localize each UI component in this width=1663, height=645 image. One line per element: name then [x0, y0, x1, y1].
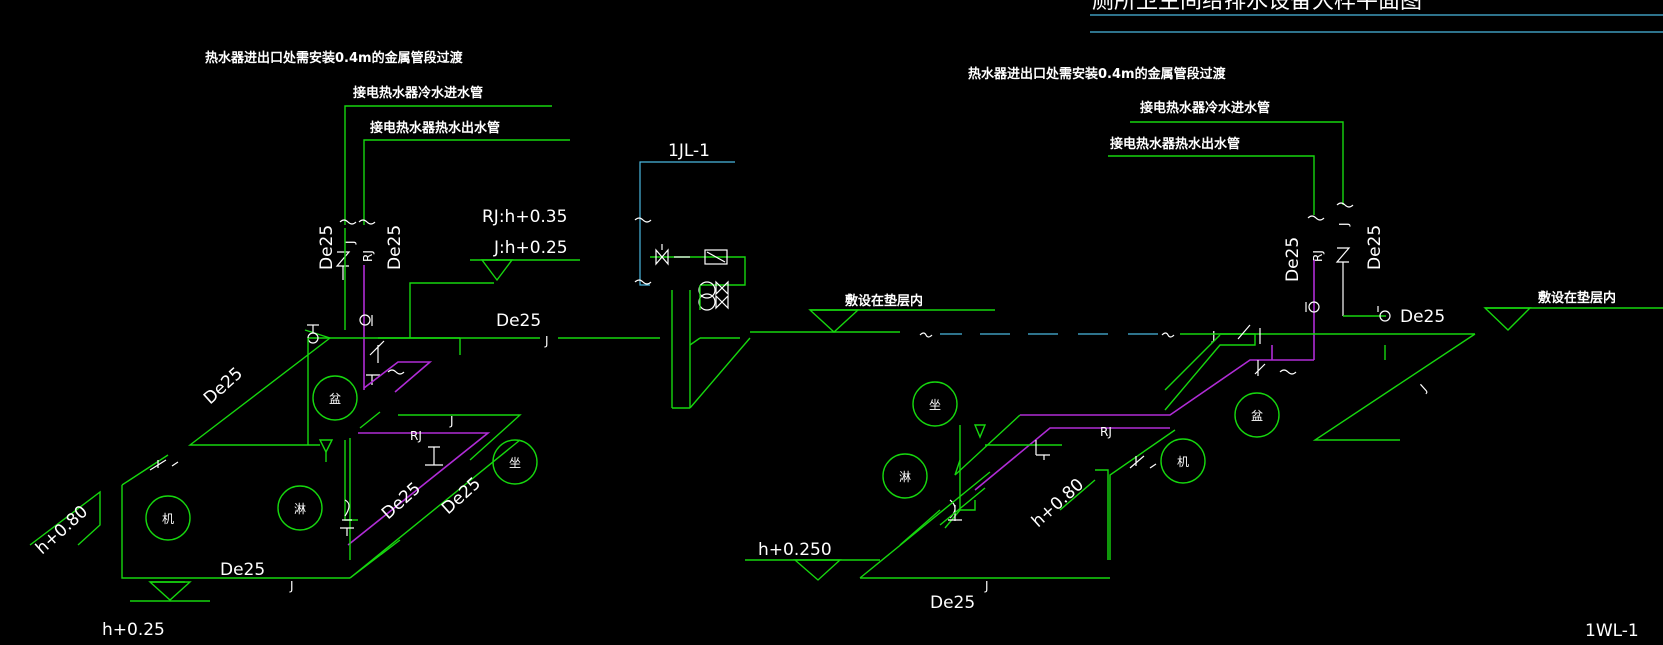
- left-rj-vertical: RJ: [361, 250, 375, 262]
- left-de25-vertical-2: De25: [385, 225, 405, 270]
- left-fixture-toilet: 坐: [492, 439, 538, 485]
- right-de25-vertical-2: De25: [1365, 225, 1385, 270]
- right-note-transition: 热水器进出口处需安装0.4m的金属管段过渡: [968, 66, 1227, 82]
- left-fixture-shower: 淋: [277, 485, 323, 531]
- left-de25-diag-b: De25: [438, 474, 485, 519]
- left-main-de25: De25: [496, 311, 541, 331]
- left-fixture-basin: 盆: [312, 375, 358, 421]
- right-bathroom-unit: 热水器进出口处需安装0.4m的金属管段过渡 接电热水器冷水进水管 接电热水器热水…: [745, 66, 1663, 641]
- right-rj-vertical: RJ: [1311, 250, 1325, 262]
- right-fixture-basin: 盆: [1234, 392, 1280, 438]
- right-j-vertical: J: [1337, 222, 1351, 227]
- left-elev-080: h+0.80: [32, 502, 92, 559]
- left-fixture-basin-label: 盆: [329, 392, 341, 406]
- right-fixture-shower-label: 淋: [899, 470, 911, 484]
- left-note-transition: 热水器进出口处需安装0.4m的金属管段过渡: [205, 50, 464, 66]
- right-fixture-toilet-label: 坐: [929, 398, 941, 412]
- left-elev-j: J:h+0.25: [493, 238, 568, 258]
- left-bottom-j: J: [289, 579, 294, 593]
- center-riser-1jl: 1JL-1: [634, 141, 751, 409]
- right-bottom-de25: De25: [930, 593, 975, 613]
- riser-label-1jl: 1JL-1: [668, 141, 710, 161]
- right-note-hot-out: 接电热水器热水出水管: [1110, 136, 1240, 152]
- right-elev-080: h+0.80: [1028, 475, 1088, 532]
- right-de25-horizontal: De25: [1400, 307, 1445, 327]
- left-diag-de25: De25: [200, 364, 247, 409]
- right-elev-0250: h+0.250: [758, 540, 832, 560]
- left-j-mid: J: [449, 414, 454, 428]
- right-main-j: J: [1211, 329, 1216, 343]
- center-note-embedded: 敷设在垫层内: [845, 293, 923, 309]
- right-fixture-shower: 淋: [882, 453, 928, 499]
- left-j-vertical: J: [343, 240, 357, 245]
- right-fixture-washer-label: 机: [1177, 455, 1189, 469]
- right-fixture-toilet: 坐: [912, 381, 958, 427]
- left-note-hot-out: 接电热水器热水出水管: [370, 120, 500, 136]
- center-embedded-note: 敷设在垫层内: [750, 293, 1205, 338]
- left-elev-025: h+0.25: [102, 620, 165, 640]
- left-rj-mid: RJ: [410, 429, 422, 443]
- left-bottom-de25: De25: [220, 560, 265, 580]
- left-de25-vertical-1: De25: [317, 225, 337, 270]
- right-riser-label-1wl: 1WL-1: [1585, 621, 1639, 641]
- left-fixture-washer: 机: [145, 495, 191, 541]
- right-rj-mid: RJ: [1100, 425, 1112, 439]
- left-main-j: J: [544, 334, 549, 348]
- right-diag-j: J: [1417, 381, 1430, 394]
- right-note-embedded: 敷设在垫层内: [1538, 290, 1616, 306]
- left-elev-rj: RJ:h+0.35: [482, 207, 567, 227]
- right-de25-vertical-1: De25: [1283, 237, 1303, 282]
- left-note-cold-in: 接电热水器冷水进水管: [353, 85, 483, 101]
- right-note-cold-in: 接电热水器冷水进水管: [1140, 100, 1270, 116]
- left-fixture-shower-label: 淋: [294, 502, 306, 516]
- drawing-title: 厕所卫生间给排水设备大样平面图: [1092, 0, 1422, 14]
- left-fixture-toilet-label: 坐: [509, 456, 521, 470]
- right-bottom-j: J: [984, 579, 989, 593]
- left-fixture-washer-label: 机: [162, 512, 174, 526]
- right-fixture-washer: 机: [1160, 438, 1206, 484]
- left-bathroom-unit: 热水器进出口处需安装0.4m的金属管段过渡 接电热水器冷水进水管 接电热水器热水…: [29, 50, 660, 640]
- right-fixture-basin-label: 盆: [1251, 409, 1263, 423]
- left-de25-diag-a: De25: [378, 479, 425, 524]
